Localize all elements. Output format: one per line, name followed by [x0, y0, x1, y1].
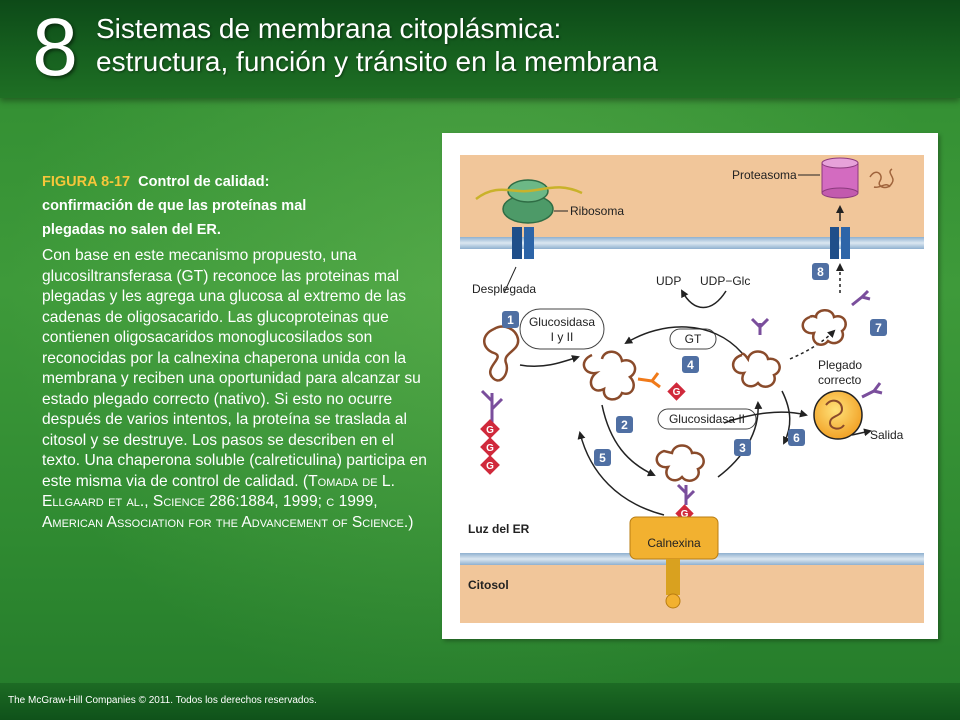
glucosidase-1-2-box	[519, 308, 605, 350]
retrotranslocation-channel	[830, 227, 850, 259]
step-1-arrow	[519, 355, 580, 368]
caption-credit: (Tomada de L. Ellgaard et al., Science 2…	[42, 473, 413, 531]
protein-targeted-for-degradation	[801, 309, 847, 346]
step-6-badge: 6	[788, 429, 805, 446]
credit-year: 1999,	[334, 493, 378, 510]
copyright-notice: The McGraw-Hill Companies © 2011. Todos …	[8, 695, 317, 706]
credit-open-paren: (	[302, 472, 309, 490]
step-4-number: 4	[687, 358, 694, 372]
step-4-arrow	[624, 326, 743, 354]
step-2-badge: 2	[616, 416, 633, 433]
glucose-label-2: G	[486, 443, 494, 454]
translocon-channel	[512, 227, 534, 259]
step-7-number: 7	[875, 321, 882, 335]
credit-source: Tomada de L. Ellgaard et al., Science	[42, 472, 395, 511]
er-lumen-label: Luz del ER	[468, 522, 530, 536]
protein-on-calnexin	[655, 444, 705, 482]
step-2-arrow	[601, 404, 656, 477]
step-3-badge: 3	[734, 439, 751, 456]
gt-box	[669, 328, 717, 350]
folded-protein-detail	[825, 399, 845, 430]
step-8-number: 8	[817, 265, 824, 279]
glucose-monoglucosylated	[667, 382, 686, 401]
gt-label: GT	[685, 332, 702, 346]
step-5-badge: 5	[594, 449, 611, 466]
step-7-badge: 7	[870, 319, 887, 336]
step-5-arrow	[577, 431, 665, 516]
caption-heading-line-1: Control de calidad:	[138, 174, 270, 190]
udp-glc-arrow	[681, 289, 727, 309]
unfolded-label-leader	[503, 266, 517, 294]
glucose-label-calnexin: G	[681, 509, 689, 520]
step-3-number: 3	[739, 441, 746, 455]
misfolded-protein-glucosylated	[582, 350, 637, 401]
cytosol-label: Citosol	[468, 578, 509, 592]
glucose-label-center: G	[673, 387, 681, 398]
credit-organization: American Association for the Advancement…	[42, 513, 409, 531]
caption-body-text: Con base en este mecanismo propuesto, un…	[42, 247, 427, 490]
step-5-number: 5	[599, 451, 606, 465]
chapter-number: 8	[32, 2, 78, 93]
sugar-chain-deglucosylated	[750, 317, 770, 335]
sugar-chain-calnexin	[676, 483, 696, 505]
quality-control-diagram: Ribosoma Proteasoma Desplegada G G G	[460, 155, 924, 623]
glucosidase-2-label: Glucosidasa II	[669, 412, 745, 426]
exit-arrow	[851, 428, 872, 437]
calnexin-label: Calnexina	[647, 536, 701, 550]
step-6-arrow	[723, 409, 808, 424]
degraded-peptides	[869, 168, 894, 189]
er-membrane-top	[460, 237, 924, 249]
proteasome-label: Proteasoma	[732, 168, 797, 182]
step-6-number: 6	[793, 431, 800, 445]
slide-footer: The McGraw-Hill Companies © 2011. Todos …	[0, 683, 960, 720]
udp-label: UDP	[656, 274, 681, 288]
step-1-badge: 1	[502, 311, 519, 328]
step-1-number: 1	[507, 313, 514, 327]
glucosidase-1-2-label-line-1: Glucosidasa	[529, 315, 595, 329]
caption-body: Con base en este mecanismo propuesto, un…	[42, 246, 430, 533]
sugar-chain-folded	[861, 382, 883, 399]
slide-title-line-2: estructura, función y tránsito en la mem…	[96, 46, 658, 77]
ribosome-label: Ribosoma	[570, 204, 624, 218]
glucose-label-1: G	[486, 425, 494, 436]
ribosome	[475, 179, 583, 224]
exit-label: Salida	[870, 428, 904, 442]
figure-label: FIGURA 8-17	[42, 174, 131, 190]
caption-heading-line-3: plegadas no salen del ER.	[42, 222, 221, 238]
slide-title-line-1: Sistemas de membrana citoplásmica:	[96, 13, 562, 44]
step-7-arrow	[789, 329, 836, 360]
step-8-badge: 8	[812, 263, 829, 280]
glucose-stack-unfolded: G G G	[480, 419, 500, 475]
step-2-number: 2	[621, 418, 628, 432]
proteasome	[821, 157, 859, 199]
unfolded-protein	[483, 325, 520, 382]
correctly-folded-label-line-1: Plegado	[818, 358, 862, 372]
step-4-badge: 4	[682, 356, 699, 373]
glucosidase-2-box	[657, 408, 757, 430]
protein-deglucosylated	[732, 350, 781, 388]
release-arrow	[781, 390, 791, 445]
figure-caption: FIGURA 8-17 Control de calidad: confirma…	[42, 170, 430, 533]
slide-title: Sistemas de membrana citoplásmica: estru…	[96, 12, 946, 78]
unfolded-label: Desplegada	[472, 282, 536, 296]
cytosol-region-bottom	[460, 561, 924, 623]
sugar-chain-glucosylated	[637, 372, 661, 389]
udp-glc-label: UDP−Glc	[700, 274, 750, 288]
figure-panel: Ribosoma Proteasoma Desplegada G G G	[442, 133, 938, 639]
slide-header: 8 Sistemas de membrana citoplásmica: est…	[0, 0, 960, 98]
glucosidase-1-2-label-line-2: I y II	[551, 330, 574, 344]
calnexin-chaperone	[629, 516, 719, 609]
caption-heading-line-2: confirmación de que las proteínas mal	[42, 198, 307, 214]
caption-heading: FIGURA 8-17 Control de calidad: confirma…	[42, 170, 430, 242]
sugar-chain-targeted	[851, 289, 871, 307]
credit-copyright-mark: c	[326, 493, 335, 510]
credit-reference: 286:1884, 1999;	[204, 493, 327, 510]
credit-close-paren: )	[408, 513, 414, 531]
glucose-label-3: G	[486, 461, 494, 472]
correctly-folded-label-line-2: correcto	[818, 373, 862, 387]
